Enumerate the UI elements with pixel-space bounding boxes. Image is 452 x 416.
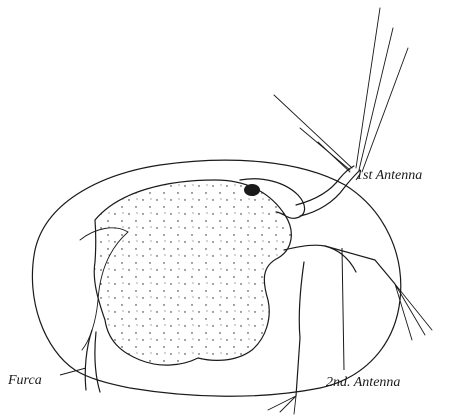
label-first-antenna: 1st Antenna xyxy=(356,168,422,183)
first-antenna-segment xyxy=(300,170,360,216)
compound-eye xyxy=(244,184,260,196)
second-antenna-lower-ramus xyxy=(296,262,304,396)
furca-claws xyxy=(85,330,100,392)
second-antenna-base xyxy=(284,245,356,272)
antenna-seta-1 xyxy=(356,8,380,168)
second-antenna-upper-ramus xyxy=(325,246,395,284)
leader-second-antenna xyxy=(342,248,344,370)
antenna-seta-6 xyxy=(318,142,350,172)
label-furca: Furca xyxy=(7,373,42,388)
antenna-seta-3 xyxy=(362,48,408,172)
body-mass xyxy=(94,180,291,365)
antenna-seta-4 xyxy=(274,95,352,168)
antenna-seta-2 xyxy=(359,28,393,170)
label-second-antenna: 2nd. Antenna xyxy=(326,375,400,390)
lower-ramus-setae xyxy=(268,396,296,414)
